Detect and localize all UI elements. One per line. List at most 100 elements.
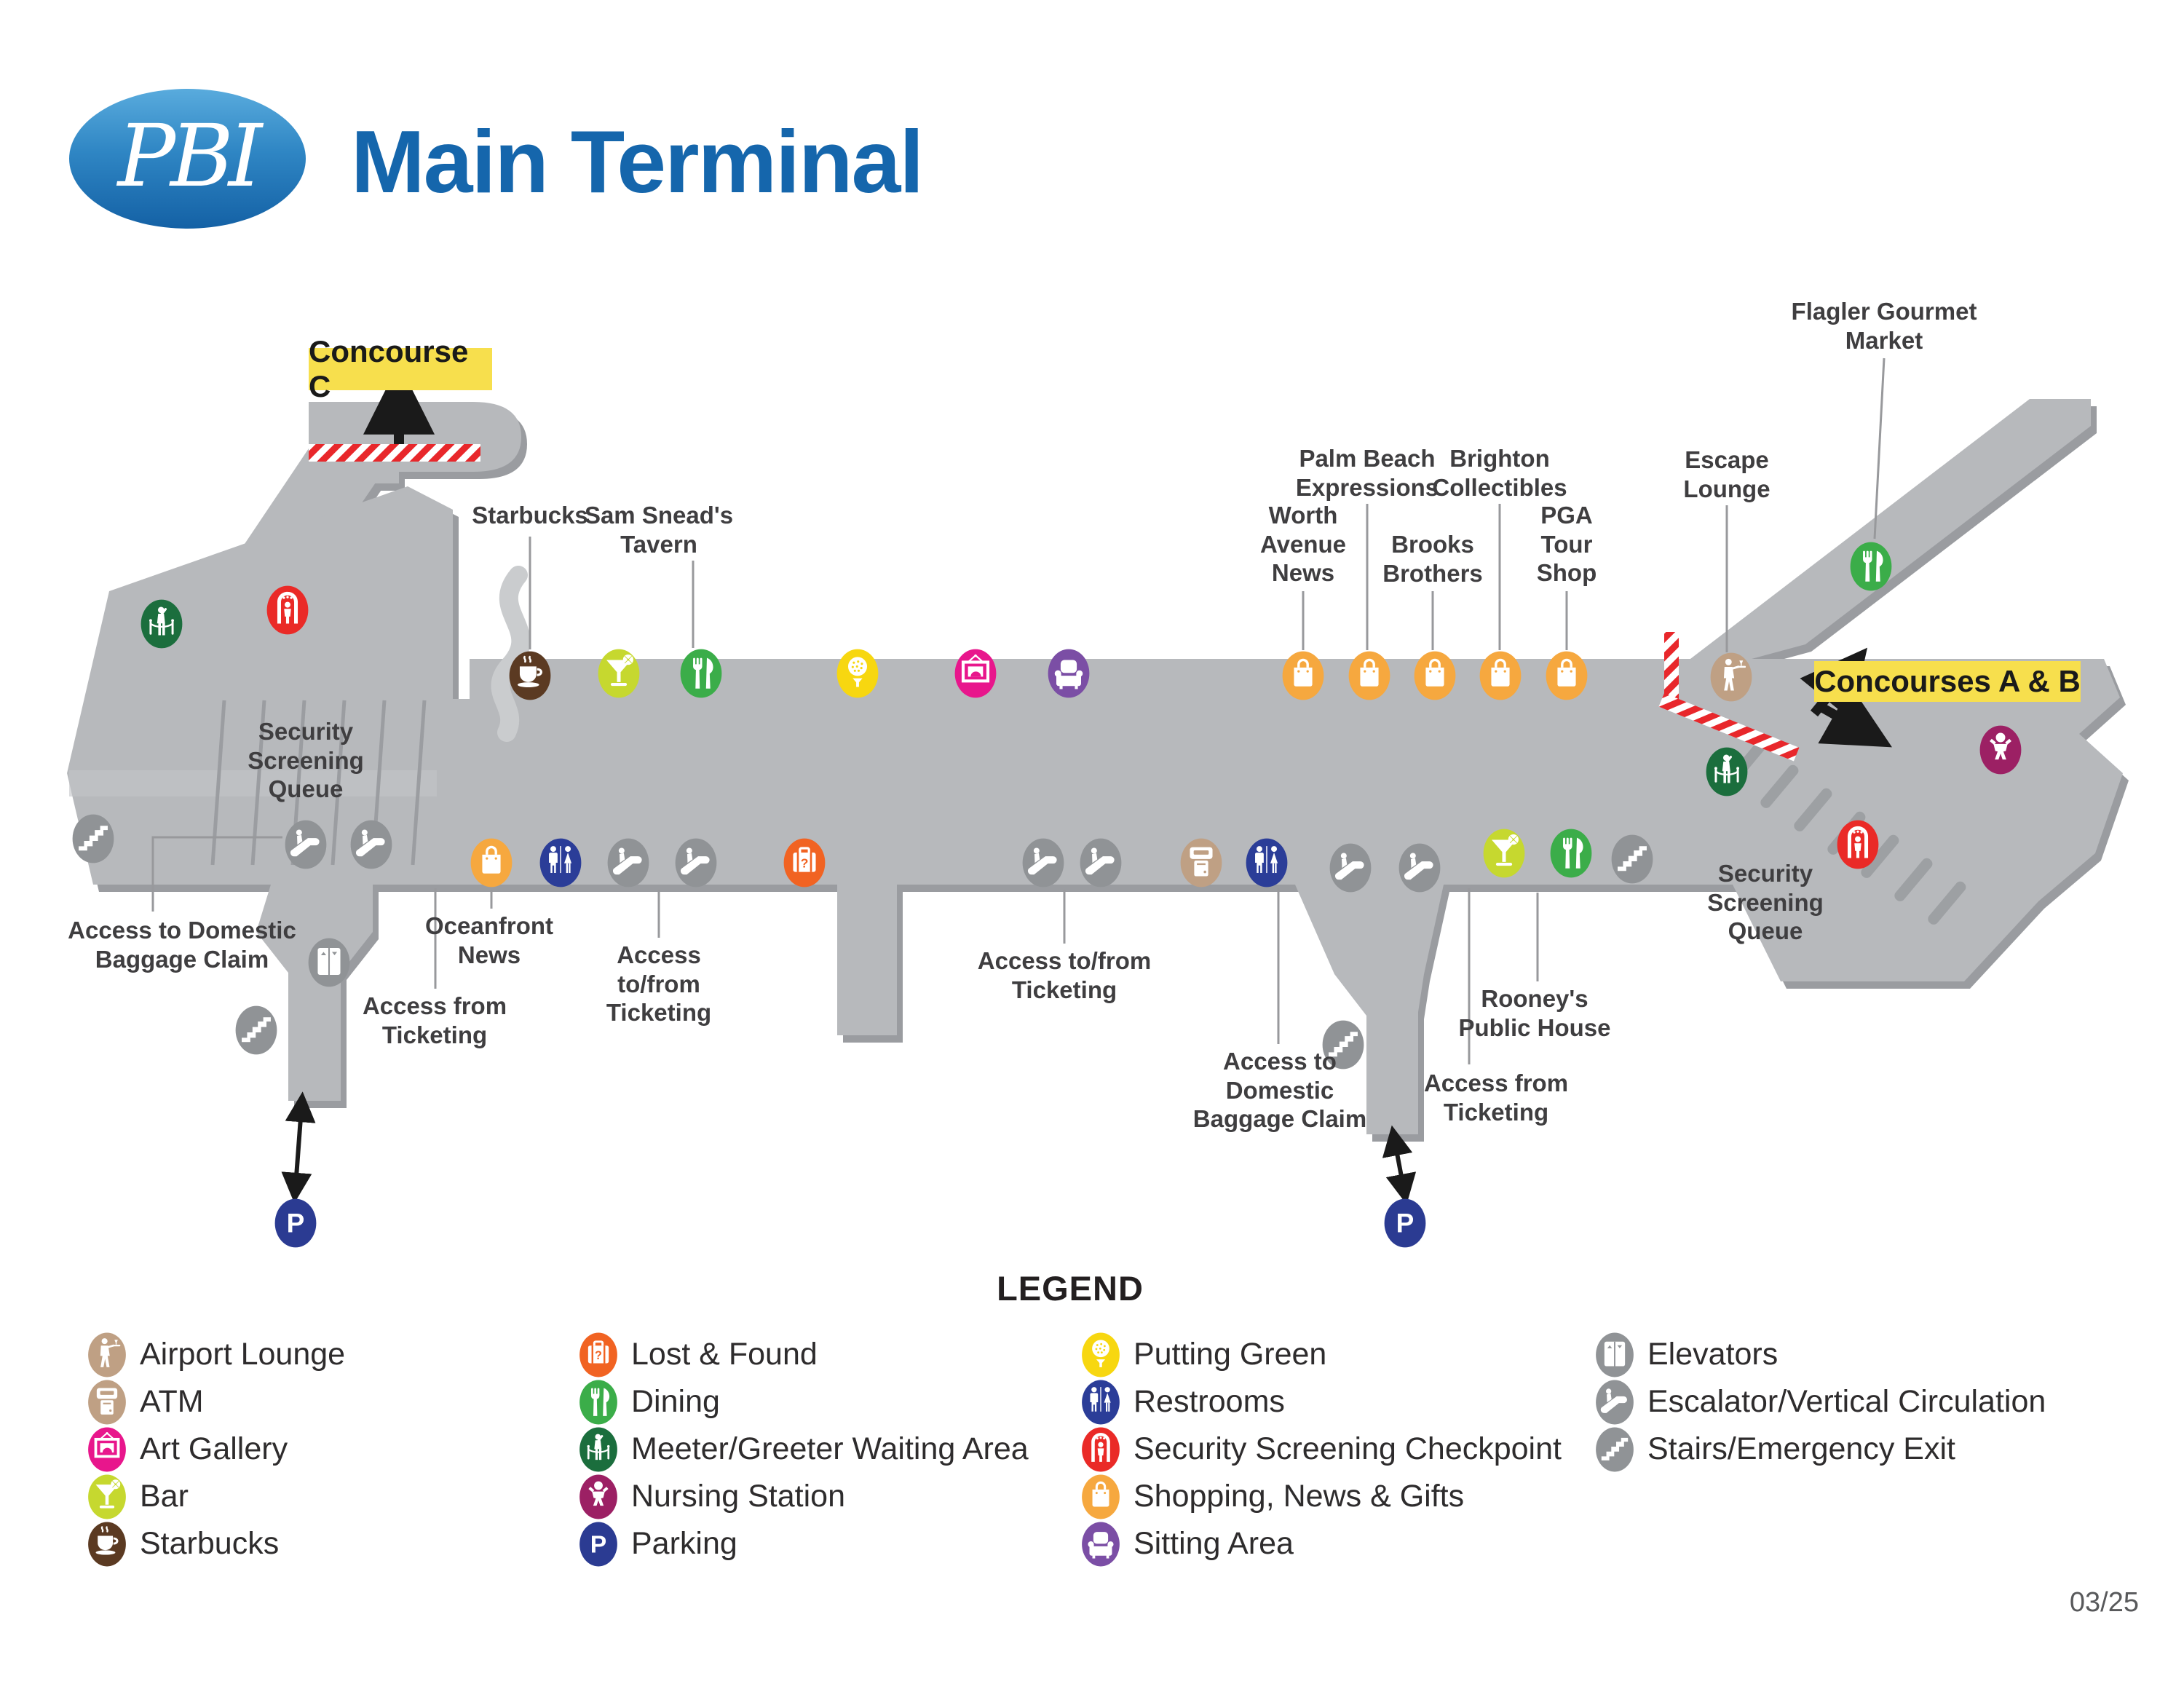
shopping-map-marker: [1479, 651, 1522, 700]
security-icon: [1082, 1427, 1120, 1471]
dining-icon: [680, 649, 722, 698]
escalator-icon: [1595, 1380, 1634, 1425]
starbucks-icon: [509, 651, 551, 700]
nursing-map-marker: [1979, 725, 2022, 775]
sitting-map-marker: [1047, 649, 1091, 698]
security-icon: [1837, 820, 1879, 869]
shopping-icon: [1479, 651, 1522, 700]
legend-item-label: Putting Green: [1133, 1337, 1327, 1372]
map-label: Access to Domestic Baggage Claim: [68, 917, 296, 973]
parking-map-marker: P: [1383, 1198, 1427, 1248]
pbi-logo: PBI: [69, 89, 306, 229]
escalator-icon: [350, 820, 392, 869]
striped-barriers: [309, 444, 1800, 762]
escalator-map-marker: [284, 820, 328, 869]
stairs-icon: [235, 1005, 277, 1055]
meeter-greeter-map-marker: [1705, 747, 1749, 796]
shopping-map-marker: [470, 838, 513, 887]
legend-item: Elevators: [1595, 1331, 2046, 1378]
dining-icon: [579, 1380, 618, 1425]
legend-title: LEGEND: [997, 1269, 1144, 1308]
legend-item: Escalator/Vertical Circulation: [1595, 1378, 2046, 1426]
map-label: Flagler Gourmet Market: [1791, 298, 1977, 354]
sitting-icon: [1081, 1522, 1120, 1567]
legend-item: ATM: [87, 1378, 345, 1426]
leader-lines: [151, 357, 1886, 1064]
bar-map-marker: [597, 649, 641, 698]
dining-map-marker: [1549, 829, 1593, 878]
starbucks-map-marker: [508, 651, 552, 700]
sitting-icon: [1048, 649, 1090, 698]
airport-lounge-map-marker: [1709, 652, 1753, 702]
map-label: Escape Lounge: [1683, 446, 1770, 502]
map-label: Worth Avenue News: [1260, 502, 1346, 587]
legend-item: Putting Green: [1081, 1331, 1562, 1378]
map-version: 03/25: [2069, 1587, 2139, 1618]
shopping-icon: [470, 838, 513, 887]
map-label: Oceanfront News: [424, 912, 554, 968]
bar-icon: [598, 649, 640, 698]
legend-item: Meeter/Greeter Waiting Area: [579, 1426, 1029, 1473]
lost-found-icon: ?: [579, 1332, 617, 1377]
parking-icon: P: [579, 1522, 617, 1566]
legend-item-label: Security Screening Checkpoint: [1133, 1431, 1562, 1466]
nursing-icon: [579, 1474, 617, 1519]
airport-lounge-icon: [1710, 652, 1752, 702]
dining-icon: [1850, 542, 1892, 591]
legend-item: Shopping, News & Gifts: [1081, 1473, 1562, 1520]
escalator-map-marker: [1329, 843, 1372, 893]
meeter-greeter-icon: [1706, 747, 1748, 796]
map-label: Palm Beach Expressions: [1295, 445, 1439, 501]
legend-item-label: Stairs/Emergency Exit: [1647, 1431, 1955, 1466]
pbi-logo-text: PBI: [117, 106, 263, 206]
map-label: Brooks Brothers: [1382, 531, 1483, 587]
legend-item-label: Elevators: [1647, 1337, 1779, 1372]
svg-text:P: P: [1396, 1209, 1415, 1238]
meeter-greeter-icon: [141, 599, 183, 649]
map-label: Sam Snead's Tavern: [584, 502, 734, 558]
shopping-map-marker: [1281, 651, 1325, 700]
legend-item: ?Lost & Found: [579, 1331, 1029, 1378]
restrooms-map-marker: [539, 838, 582, 887]
stairs-map-marker: [234, 1005, 278, 1055]
bar-icon: [87, 1474, 127, 1519]
escalator-icon: [1022, 838, 1064, 887]
legend-item-label: Art Gallery: [140, 1431, 288, 1466]
sitting-icon: [1082, 1522, 1120, 1566]
shopping-icon: [1082, 1474, 1120, 1519]
atm-icon: [87, 1380, 127, 1425]
shopping-icon: [1348, 651, 1390, 700]
restrooms-map-marker: [1245, 838, 1289, 887]
shopping-map-marker: [1348, 651, 1391, 700]
parking-icon: P: [579, 1522, 618, 1567]
stairs-icon: [1595, 1427, 1634, 1472]
concourses-ab-callout: Concourses A & B: [1814, 661, 2081, 702]
meeter-greeter-icon: [579, 1427, 618, 1472]
dining-icon: [579, 1380, 617, 1424]
stairs-icon: [1611, 834, 1653, 884]
restrooms-icon: [1082, 1380, 1120, 1424]
stairs-icon: [1322, 1020, 1364, 1070]
map-label: Access to Domestic Baggage Claim: [1192, 1048, 1367, 1133]
shopping-map-marker: [1545, 651, 1588, 700]
stairs-icon: [72, 814, 114, 863]
map-label: Rooney's Public House: [1458, 985, 1611, 1041]
nursing-icon: [1979, 725, 2022, 775]
legend-item-label: Parking: [631, 1526, 737, 1561]
lost-found-map-marker: ?: [783, 838, 826, 887]
elevators-map-marker: [307, 938, 351, 987]
shopping-icon: [1081, 1474, 1120, 1519]
atm-icon: [1180, 838, 1222, 887]
legend-item-label: Shopping, News & Gifts: [1133, 1479, 1465, 1514]
security-map-marker: [266, 585, 309, 635]
concourse-c-callout: Concourse C: [309, 334, 492, 403]
nursing-icon: [579, 1474, 618, 1519]
shopping-map-marker: [1413, 651, 1457, 700]
legend-item: Art Gallery: [87, 1426, 345, 1473]
putting-green-icon: [1081, 1332, 1120, 1377]
bar-icon: [88, 1474, 126, 1519]
